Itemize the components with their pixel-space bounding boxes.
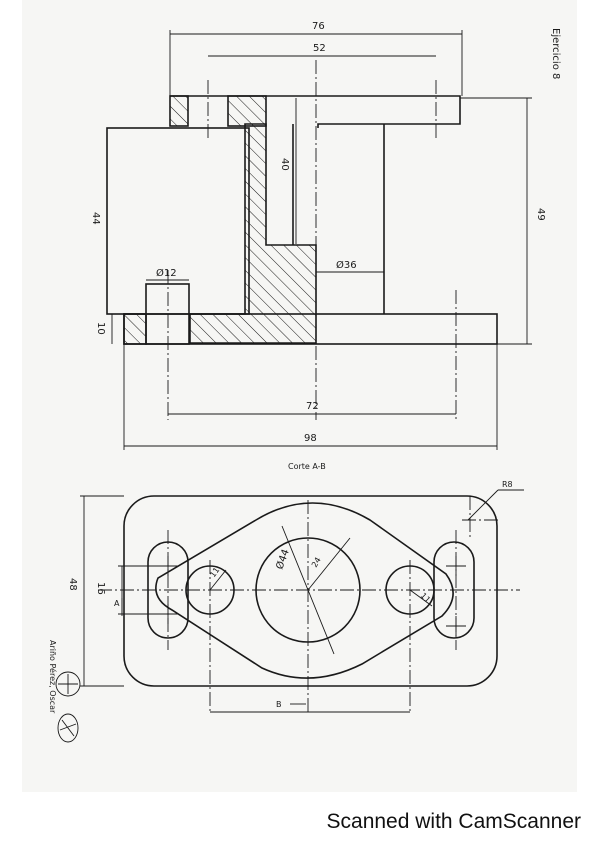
dim-16-label: 16 xyxy=(95,582,106,595)
section-title: Corte A-B xyxy=(288,462,326,471)
scanned-sheet xyxy=(22,0,577,792)
dim-12-label: Ø12 xyxy=(156,267,177,279)
base-hatch-left xyxy=(123,313,147,345)
dim-24-label: 24 xyxy=(310,556,323,569)
dim-72-label: 72 xyxy=(306,401,319,412)
dim-line-r11-right xyxy=(409,589,433,607)
signature-mark xyxy=(57,713,79,743)
dim-36-label: Ø36 xyxy=(336,259,357,271)
scanner-footer: Scanned with CamScanner xyxy=(0,808,599,838)
dim-76-label: 76 xyxy=(312,21,325,32)
footer-text: Scanned with CamScanner xyxy=(326,810,581,833)
top-flange-outline xyxy=(170,95,461,128)
dim-44-diameter-label: Ø44 xyxy=(274,548,292,571)
dim-98-label: 98 xyxy=(304,433,317,444)
dim-48-label: 48 xyxy=(67,578,78,591)
flange-hatch-left xyxy=(169,95,189,127)
diamond-flange xyxy=(155,502,454,679)
dim-10-label: 10 xyxy=(95,322,106,335)
plan-view: 48 16 R8 Ø44 24 11 11 A B xyxy=(67,480,524,713)
section-view: 76 52 40 Ø36 44 49 Ø12 10 72 98 Corte A-… xyxy=(90,21,546,471)
left-body-outline xyxy=(106,127,250,315)
dim-line-24 xyxy=(307,537,351,591)
dim-40-label: 40 xyxy=(279,158,290,171)
dim-line-r8 xyxy=(467,489,499,521)
hole-outline xyxy=(145,283,190,345)
dim-52-label: 52 xyxy=(313,43,326,54)
exercise-title: Ejercicio 8 xyxy=(550,28,561,79)
projection-symbol xyxy=(55,671,81,697)
author-name: Ariño Pérez, Oscar xyxy=(48,640,58,714)
flange-hatch-right xyxy=(227,95,267,127)
plan-outline xyxy=(123,495,498,687)
section-b-label: B xyxy=(276,700,282,709)
slot-center-marks xyxy=(158,556,466,636)
dim-r8-label: R8 xyxy=(502,480,513,489)
wall-section-hatch xyxy=(189,123,317,344)
dim-line-r11-left xyxy=(209,569,227,591)
technical-drawing: Ejercicio 8 76 52 40 xyxy=(48,21,561,743)
dim-49-label: 49 xyxy=(535,208,546,221)
section-a-label: A xyxy=(114,599,120,608)
dim-44-label: 44 xyxy=(90,212,101,225)
